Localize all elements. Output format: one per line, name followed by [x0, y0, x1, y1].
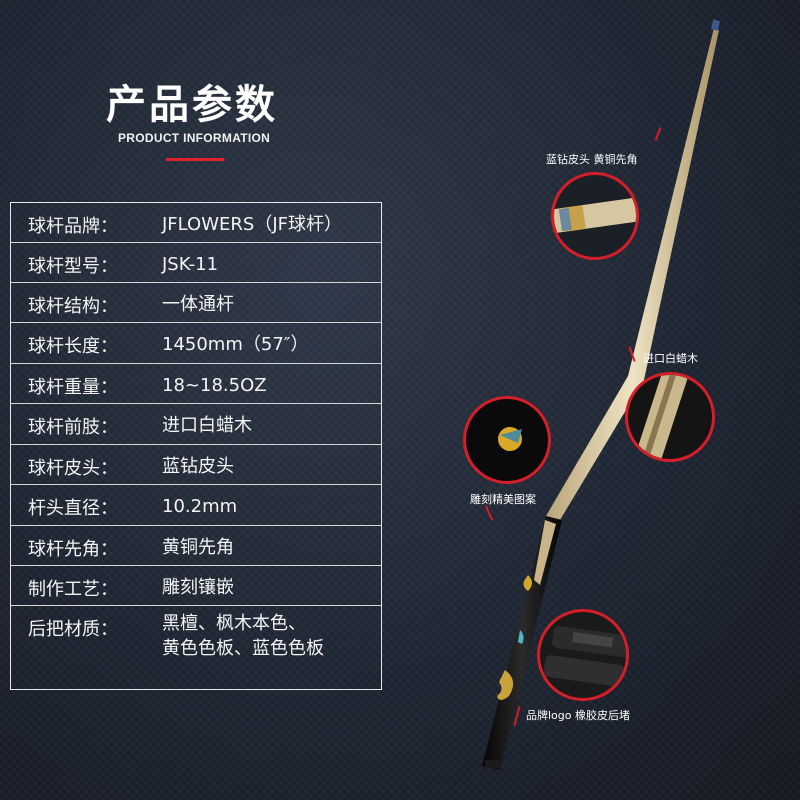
spec-key: 球杆长度：: [28, 336, 118, 357]
spec-row-length: 球杆长度： 1450mm（57″）: [11, 323, 381, 364]
spec-key: 球杆重量：: [28, 377, 118, 398]
spec-key: 球杆结构：: [28, 296, 118, 317]
spec-value: 黄铜先角: [162, 537, 234, 558]
engraving-detail-image: [498, 427, 522, 451]
title-underline: [166, 158, 224, 161]
spec-value: 10.2mm: [162, 496, 238, 517]
cue-tip: [710, 19, 721, 31]
butt-pointer: [534, 520, 556, 585]
spec-value: 进口白蜡木: [162, 415, 252, 436]
spec-key: 球杆先角：: [28, 539, 118, 560]
spec-key: 制作工艺：: [28, 579, 118, 600]
spec-row-shaft: 球杆前肢： 进口白蜡木: [11, 404, 381, 445]
page-subtitle: PRODUCT INFORMATION: [118, 131, 271, 145]
butt-detail-image: [543, 626, 626, 687]
callout-label-engraving: 雕刻精美图案: [470, 493, 536, 506]
callout-label-shaft: 进口白蜡木: [643, 352, 698, 365]
spec-value: 一体通杆: [162, 294, 234, 315]
spec-value: 蓝钻皮头: [162, 456, 234, 477]
callout-circle-butt: [537, 609, 629, 701]
spec-key: 杆头直径：: [28, 498, 118, 519]
spec-table: 球杆品牌： JFLOWERS（JF球杆） 球杆型号： JSK-11 球杆结构： …: [10, 202, 382, 690]
callout-circle-tip: [551, 172, 639, 260]
spec-key: 球杆皮头：: [28, 458, 118, 479]
butt-inlay: [523, 575, 532, 591]
butt-inlay: [497, 670, 514, 700]
spec-row-model: 球杆型号： JSK-11: [11, 243, 381, 283]
callout-label-tip: 蓝钻皮头 黄铜先角: [546, 153, 638, 166]
spec-row-tip-diameter: 杆头直径： 10.2mm: [11, 485, 381, 526]
spec-value: JSK-11: [162, 254, 219, 275]
butt-bumper: [485, 760, 501, 768]
tip-detail-image: [554, 195, 636, 235]
spec-value: 18~18.5OZ: [162, 375, 267, 396]
spec-key: 球杆品牌：: [28, 216, 118, 237]
spec-value: JFLOWERS（JF球杆）: [162, 214, 342, 235]
spec-key: 球杆前肢：: [28, 417, 118, 438]
spec-row-brand: 球杆品牌： JFLOWERS（JF球杆）: [11, 203, 381, 243]
spec-row-butt: 后把材质： 黑檀、枫木本色、 黄色色板、蓝色色板: [11, 606, 381, 689]
spec-value: 1450mm（57″）: [162, 334, 309, 355]
page-title: 产品参数: [106, 82, 278, 128]
callout-circle-engraving: [463, 396, 551, 484]
spec-row-structure: 球杆结构： 一体通杆: [11, 283, 381, 323]
spec-row-ferrule: 球杆先角： 黄铜先角: [11, 526, 381, 566]
butt-inlay: [518, 630, 524, 644]
spec-row-weight: 球杆重量： 18~18.5OZ: [11, 364, 381, 404]
spec-key: 后把材质：: [28, 619, 118, 640]
spec-key: 球杆型号：: [28, 256, 118, 277]
spec-row-tip: 球杆皮头： 蓝钻皮头: [11, 445, 381, 485]
callout-label-butt: 品牌logo 橡胶皮后堵: [526, 709, 630, 722]
spec-row-craft: 制作工艺： 雕刻镶嵌: [11, 566, 381, 606]
spec-value: 雕刻镶嵌: [162, 577, 234, 598]
spec-value: 黑檀、枫木本色、 黄色色板、蓝色色板: [162, 613, 324, 659]
callout-circle-shaft: [625, 372, 715, 462]
